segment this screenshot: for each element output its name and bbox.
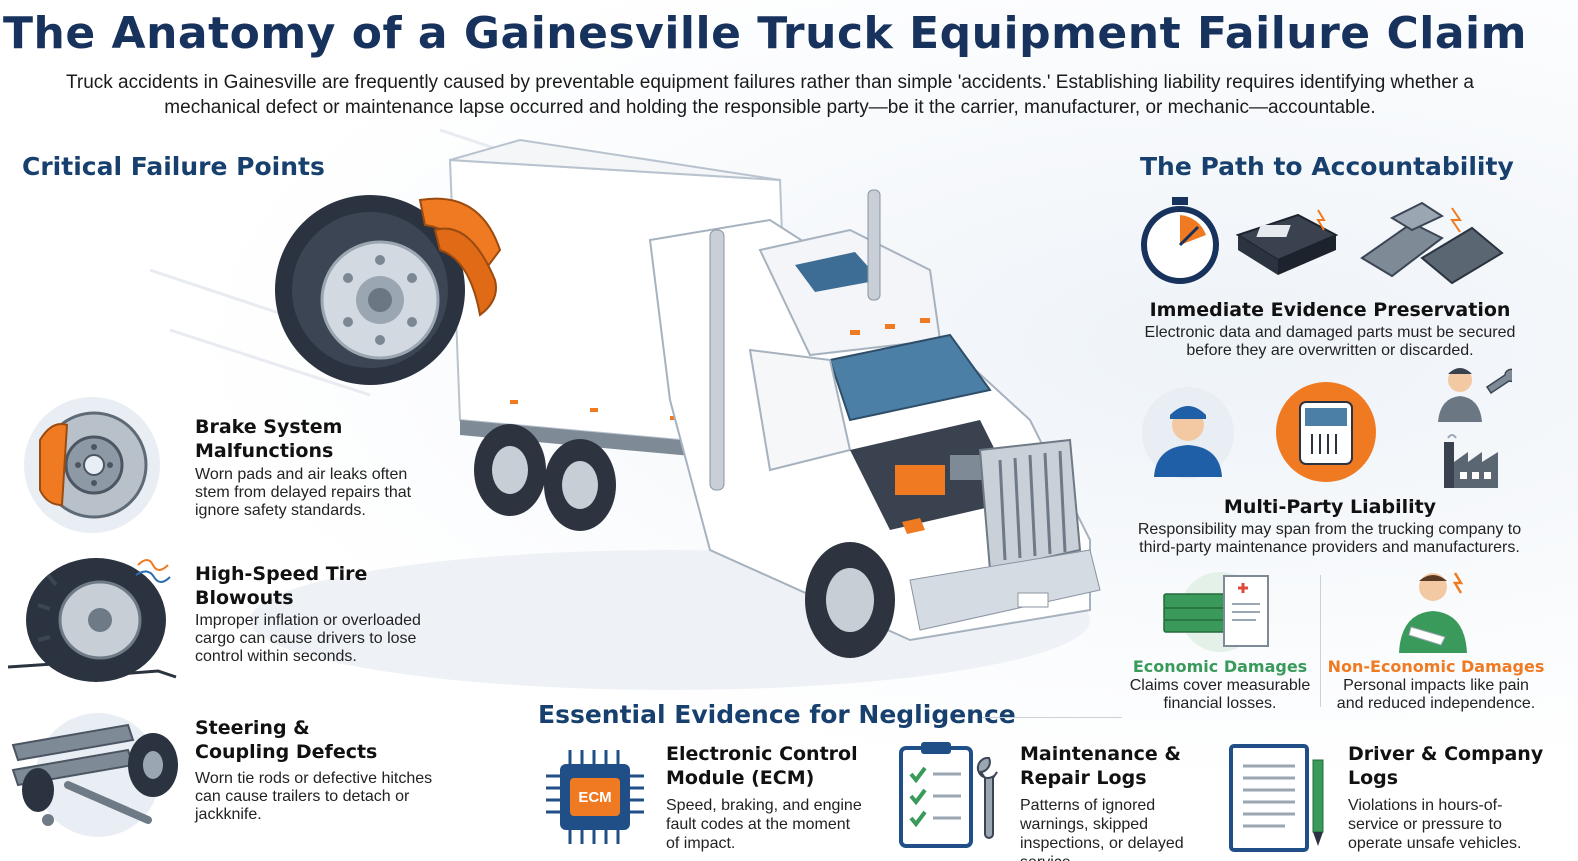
economic-damages-desc: Claims cover measurable financial losses… — [1129, 677, 1311, 712]
failure-item-title: Steering & Coupling Defects — [195, 717, 378, 763]
evidence-item-title: Driver & Company Logs — [1348, 743, 1544, 789]
preservation-desc: Electronic data and damaged parts must b… — [1144, 324, 1516, 359]
page-title: The Anatomy of a Gainesville Truck Equip… — [3, 8, 1527, 59]
evidence-item-desc: Violations in hours-of-service or pressu… — [1348, 797, 1522, 852]
clipboard-checklist-icon — [899, 742, 998, 848]
economic-damages-title: Economic Damages — [1132, 657, 1308, 676]
evidence-heading: Essential Evidence for Negligence — [538, 700, 1016, 729]
ecm-chip-label: ECM — [578, 789, 611, 806]
failure-item-title: High-Speed Tire Blowouts — [195, 563, 368, 609]
failure-item-desc: Worn tie rods or defective hitches can c… — [195, 770, 433, 823]
factory-icon — [1444, 434, 1498, 488]
brake-disc-icon — [24, 397, 160, 533]
non-economic-damages-desc: Personal impacts like pain and reduced i… — [1336, 677, 1536, 712]
truck-front-icon — [1276, 382, 1376, 482]
failure-item-desc: Improper inflation or overloaded cargo c… — [195, 612, 421, 665]
ecm-device-icon — [1235, 209, 1339, 275]
truck-illustration — [150, 128, 1101, 690]
non-economic-damages-title: Non-Economic Damages — [1327, 657, 1545, 676]
evidence-heading-rule — [982, 717, 1122, 718]
stopwatch-icon — [1141, 197, 1219, 284]
logbook-icon — [1229, 744, 1324, 852]
accountability-heading: The Path to Accountability — [1140, 152, 1514, 181]
failure-item-title: Brake System Malfunctions — [195, 416, 343, 462]
damaged-parts-icon — [1360, 201, 1504, 285]
evidence-item-title: Electronic Control Module (ECM) — [666, 743, 858, 789]
ecm-chip-icon: ECM — [546, 750, 644, 844]
driver-icon — [1142, 387, 1234, 479]
failure-points-heading: Critical Failure Points — [22, 152, 325, 181]
damages-divider — [1320, 575, 1321, 707]
evidence-item-desc: Patterns of ignored warnings, skipped in… — [1020, 797, 1184, 861]
blown-tire-icon — [8, 558, 177, 682]
evidence-item-desc: Speed, braking, and engine fault codes a… — [666, 797, 862, 852]
money-document-icon — [1163, 572, 1269, 652]
steering-linkage-icon — [11, 713, 178, 837]
liability-title: Multi-Party Liability — [1223, 496, 1437, 518]
preservation-title: Immediate Evidence Preservation — [1149, 299, 1511, 321]
mechanic-icon — [1438, 368, 1512, 422]
evidence-item-title: Maintenance & Repair Logs — [1020, 743, 1181, 789]
injured-person-icon — [1399, 572, 1467, 653]
liability-desc: Responsibility may span from the truckin… — [1137, 521, 1522, 556]
failure-item-desc: Worn pads and air leaks often stem from … — [195, 466, 412, 519]
page-subtitle: Truck accidents in Gainesville are frequ… — [65, 72, 1474, 118]
